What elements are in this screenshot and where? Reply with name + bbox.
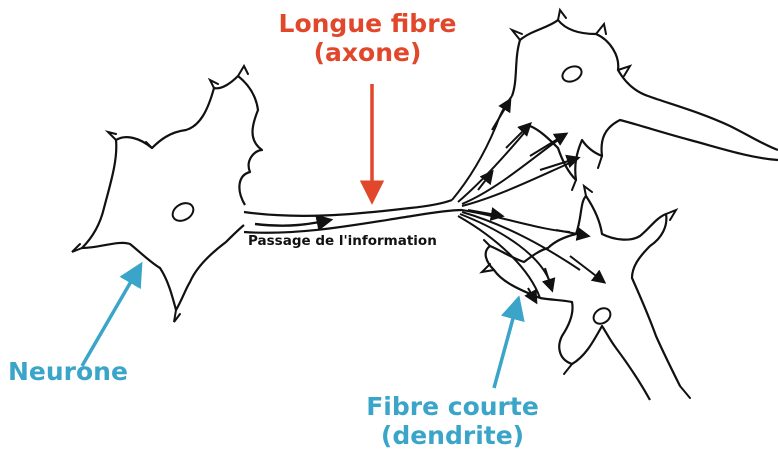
axon-label-line1: Longue fibre (255, 10, 480, 39)
neuron-label: Neurone (8, 358, 128, 387)
dendrite-label: Fibre courte (dendrite) (340, 393, 565, 451)
axon-arrow-9 (545, 268, 552, 290)
left-neuron-nucleus (169, 200, 196, 225)
left-neuron-spikes (72, 66, 248, 322)
axon-label-line2: (axone) (255, 39, 480, 68)
upper-neuron-body (512, 20, 778, 180)
dendrite-label-line2: (dendrite) (340, 422, 565, 451)
neuron-pointer-arrow (82, 266, 140, 366)
upper-neuron-nucleus (560, 63, 584, 84)
axon-arrow-2 (506, 124, 530, 148)
information-passage-label: Passage de l'information (248, 234, 437, 250)
dendrite-pointer-arrow (494, 300, 518, 388)
information-flow-arrow (255, 220, 330, 226)
axon-arrow-8 (570, 256, 604, 282)
lower-neuron-body (486, 196, 680, 400)
left-neuron-body (82, 76, 262, 310)
axon-branch-upper-2 (458, 126, 530, 202)
axon-branch-lower-4 (458, 216, 540, 298)
lower-neuron-nucleus (591, 305, 614, 327)
axon-arrow-1 (492, 100, 510, 130)
dendrite-label-line1: Fibre courte (340, 393, 565, 422)
axon-label: Longue fibre (axone) (255, 10, 480, 68)
axon-branch-lower-3 (460, 214, 550, 282)
